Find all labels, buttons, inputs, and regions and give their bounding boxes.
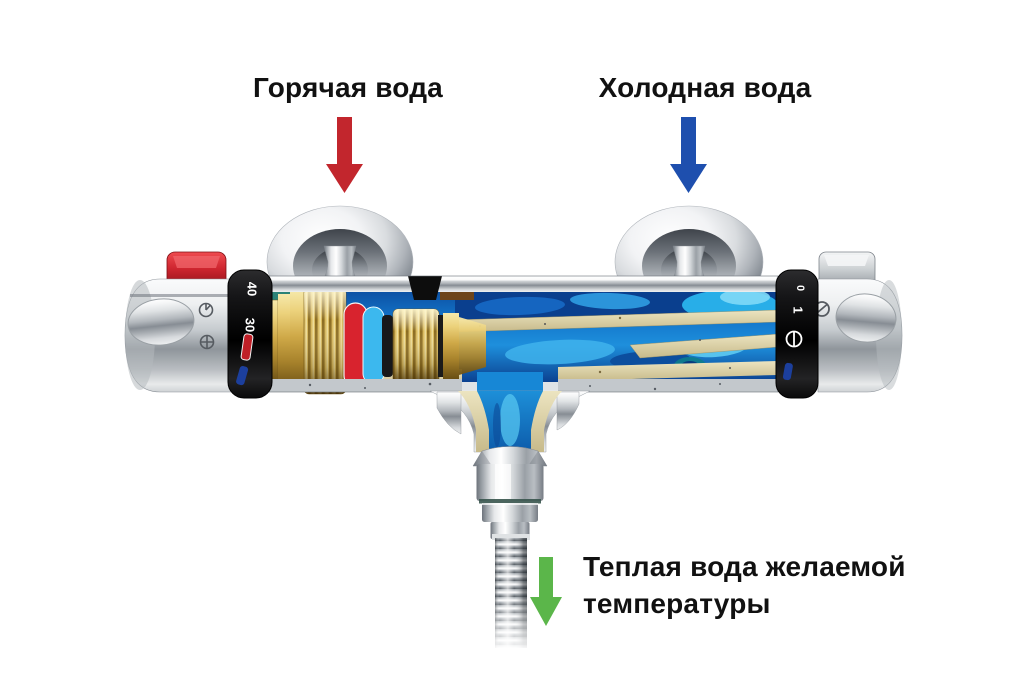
temp-mark-30: 30 — [243, 318, 258, 332]
cartridge-clamp — [408, 276, 442, 300]
warm-water-arrow-icon — [530, 557, 562, 626]
temperature-handle[interactable] — [124, 278, 233, 393]
thermostatic-cartridge — [267, 278, 486, 395]
temp-mark-40: 40 — [245, 282, 260, 296]
flow-mark-1: 1 — [791, 306, 806, 313]
shower-mode-icon — [785, 330, 803, 348]
brass-knurled-ring — [303, 287, 347, 395]
hot-water-label: Горячая вода — [253, 72, 443, 103]
blue-seal-ring — [362, 306, 385, 385]
shower-hose — [495, 538, 527, 648]
flow-handle[interactable] — [814, 278, 903, 393]
flow-symbol-icon-line — [816, 303, 828, 314]
brass-knurled-ring-2 — [392, 308, 440, 384]
hot-water-arrow-icon — [326, 117, 363, 193]
flow-blue-mark — [782, 362, 793, 381]
cold-water-label: Холодная вода — [598, 72, 812, 103]
outlet-funnel — [429, 372, 591, 453]
flow-scale-ring[interactable]: 0 1 — [775, 269, 819, 399]
temp-limit-icon-hands — [205, 304, 212, 311]
flow-mark-0: 0 — [794, 285, 806, 291]
warm-water-label-line1: Теплая вода желаемой — [583, 551, 906, 582]
mixer-symbol-icon-cross — [200, 336, 214, 348]
hose-connector — [472, 446, 548, 540]
temp-red-mark — [240, 333, 254, 361]
temp-blue-mark — [236, 365, 249, 386]
temperature-scale-ring[interactable]: 40 30 — [227, 269, 273, 399]
mixer-body-cutaway — [265, 275, 779, 395]
warm-water-label: Теплая вода желаемой температуры — [583, 548, 906, 622]
warm-water-label-line2: температуры — [583, 588, 771, 619]
cold-water-arrow-icon — [670, 117, 707, 193]
temp-limit-icon — [198, 302, 214, 318]
